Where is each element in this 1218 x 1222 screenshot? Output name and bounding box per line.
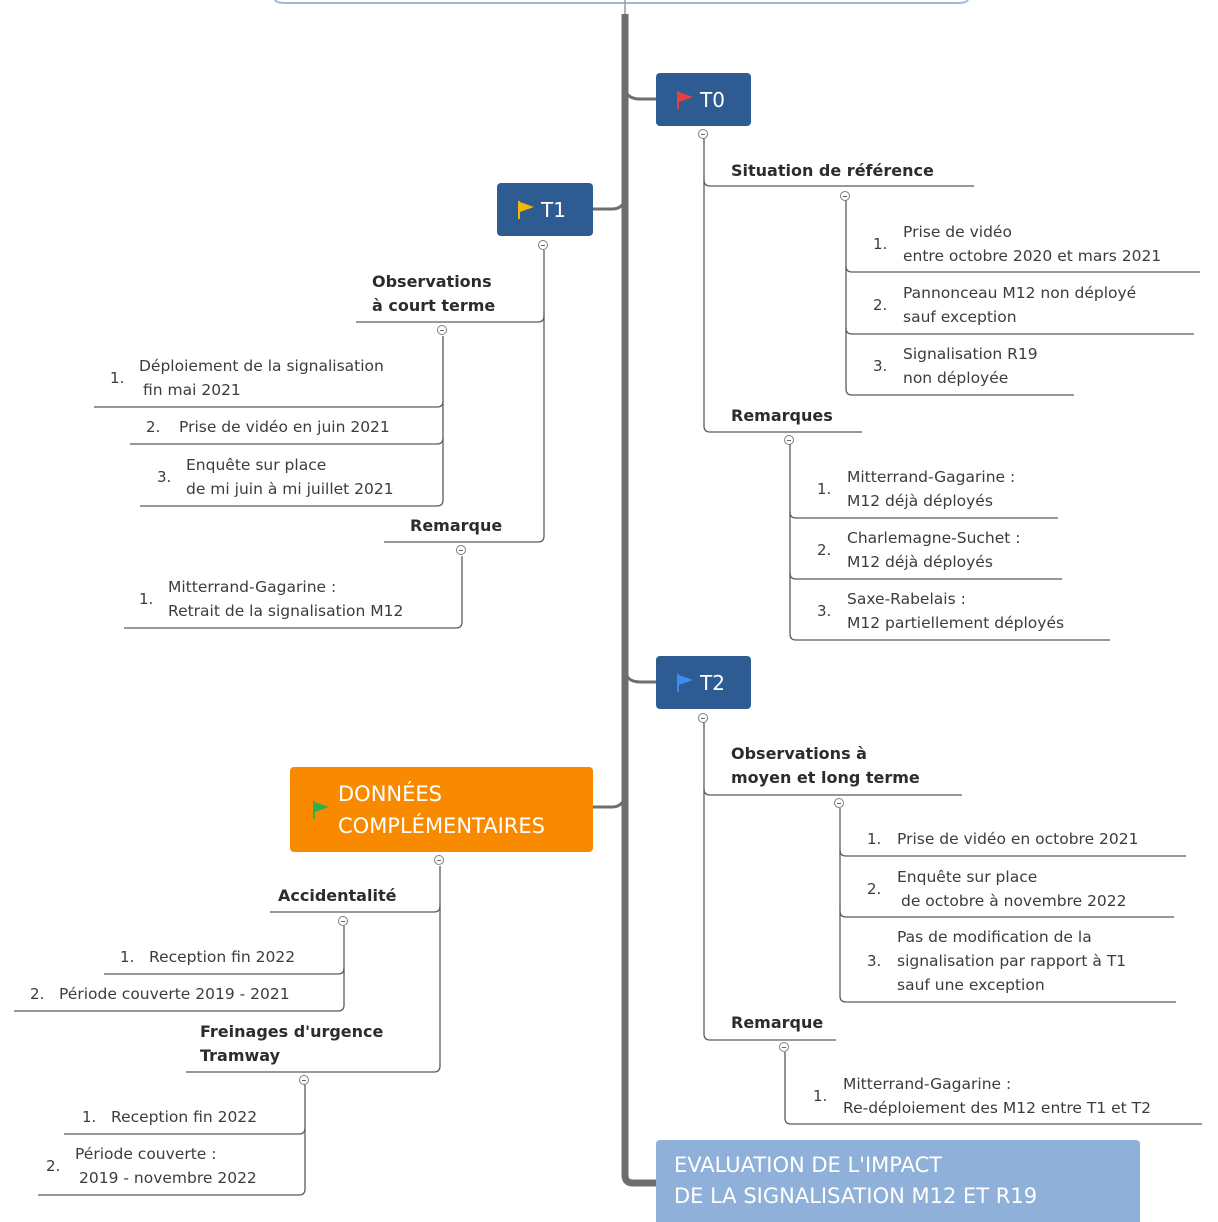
t0-remarques-item1-line1[interactable]: Mitterrand-Gagarine : <box>847 468 1016 486</box>
t0-situation-item3-line2[interactable]: non déployée <box>903 369 1009 387</box>
accidentalite-collapse-icon[interactable] <box>338 916 348 926</box>
freinages-item2-line1[interactable]: Période couverte : <box>75 1145 217 1163</box>
donnees-label-line1: DONNÉES <box>338 781 442 806</box>
t0-remarques-item3-num: 3. <box>817 602 832 620</box>
t1-remarque-item1-num: 1. <box>139 590 154 608</box>
t0-situation-item1-line2[interactable]: entre octobre 2020 et mars 2021 <box>903 247 1162 265</box>
blue-flag-icon <box>677 673 693 692</box>
root-title-line2: DE LA SIGNALISATION M12 ET R19 <box>674 1184 1038 1208</box>
t0-situation-item1-line1[interactable]: Prise de vidéo <box>903 223 1012 241</box>
t0-situation-item2-line2[interactable]: sauf exception <box>903 308 1017 326</box>
yellow-flag-icon <box>518 200 534 219</box>
topic-t1[interactable]: T1 <box>497 183 593 236</box>
t2-obs-item1-num: 1. <box>867 830 882 848</box>
t0-situation-item2-line1[interactable]: Pannonceau M12 non déployé <box>903 284 1137 302</box>
t1-observations-header-line1[interactable]: Observations <box>372 272 492 291</box>
t2-remarque-item1-line1[interactable]: Mitterrand-Gagarine : <box>843 1075 1012 1093</box>
t1-observations-collapse-icon[interactable] <box>437 325 447 335</box>
t2-obs-item3-line2[interactable]: signalisation par rapport à T1 <box>897 952 1127 970</box>
t1-remarque-header[interactable]: Remarque <box>410 516 503 535</box>
root-topic[interactable]: EVALUATION DE L'IMPACT DE LA SIGNALISATI… <box>656 1140 1140 1222</box>
topic-t2-label: T2 <box>700 670 725 695</box>
freinages-header-line2[interactable]: Tramway <box>200 1046 281 1065</box>
accidentalite-header[interactable]: Accidentalité <box>278 886 397 905</box>
t2-observations-collapse-icon[interactable] <box>834 798 844 808</box>
t2-collapse-icon[interactable] <box>698 713 708 723</box>
freinages-item1-line1[interactable]: Reception fin 2022 <box>111 1108 258 1126</box>
donnees-collapse-icon[interactable] <box>434 855 444 865</box>
t1-remarque-item1-line2[interactable]: Retrait de la signalisation M12 <box>168 602 404 620</box>
t0-situation-header[interactable]: Situation de référence <box>731 161 934 180</box>
t0-remarques-item2-line2[interactable]: M12 déjà déployés <box>847 553 993 571</box>
root-title-line1: EVALUATION DE L'IMPACT <box>674 1153 943 1177</box>
t2-obs-item3-num: 3. <box>867 952 882 970</box>
t2-remarque-item1-line2[interactable]: Re-déploiement des M12 entre T1 et T2 <box>843 1099 1151 1117</box>
topic-t1-label: T1 <box>541 197 566 222</box>
t2-remarque-header[interactable]: Remarque <box>731 1013 824 1032</box>
freinages-item2-num: 2. <box>46 1157 61 1175</box>
t1-obs-item1-line2[interactable]: fin mai 2021 <box>143 381 241 399</box>
t0-situation-item3-line1[interactable]: Signalisation R19 <box>903 345 1038 363</box>
t2-obs-item2-num: 2. <box>867 880 882 898</box>
t0-situation-item1-num: 1. <box>873 235 888 253</box>
t1-remarque-collapse-icon[interactable] <box>456 545 466 555</box>
t2-obs-item2-line2[interactable]: de octobre à novembre 2022 <box>901 892 1127 910</box>
t2-obs-item1-line1[interactable]: Prise de vidéo en octobre 2021 <box>897 830 1139 848</box>
red-flag-icon <box>677 90 693 109</box>
freinages-item2-line2[interactable]: 2019 - novembre 2022 <box>79 1169 257 1187</box>
freinages-collapse-icon[interactable] <box>299 1075 309 1085</box>
t1-obs-item3-line1[interactable]: Enquête sur place <box>186 456 327 474</box>
donnees-label-line2: COMPLÉMENTAIRES <box>338 813 545 838</box>
t1-obs-item3-line2[interactable]: de mi juin à mi juillet 2021 <box>186 480 394 498</box>
green-flag-icon <box>313 800 329 819</box>
freinages-item1-num: 1. <box>82 1108 97 1126</box>
t0-collapse-icon[interactable] <box>698 129 708 139</box>
t2-remarque-item1-num: 1. <box>813 1087 828 1105</box>
t2-obs-item3-line1[interactable]: Pas de modification de la <box>897 928 1092 946</box>
accidentalite-item2-line1[interactable]: Période couverte 2019 - 2021 <box>59 985 290 1003</box>
topic-t2[interactable]: T2 <box>656 656 751 709</box>
t0-remarques-item1-line2[interactable]: M12 déjà déployés <box>847 492 993 510</box>
t1-obs-item1-num: 1. <box>110 369 125 387</box>
t2-remarque-collapse-icon[interactable] <box>779 1042 789 1052</box>
t0-situation-item3-num: 3. <box>873 357 888 375</box>
t2-obs-item2-line1[interactable]: Enquête sur place <box>897 868 1038 886</box>
t1-collapse-icon[interactable] <box>538 240 548 250</box>
situation-collapse-icon[interactable] <box>840 191 850 201</box>
t2-observations-header-line1[interactable]: Observations à <box>731 744 867 763</box>
t1-obs-item1-line1[interactable]: Déploiement de la signalisation <box>139 357 384 375</box>
t2-obs-item3-line3[interactable]: sauf une exception <box>897 976 1045 994</box>
t0-remarques-item2-num: 2. <box>817 541 832 559</box>
accidentalite-item1-num: 1. <box>120 948 135 966</box>
t1-observations-header-line2[interactable]: à court terme <box>372 296 496 315</box>
t2-observations-header-line2[interactable]: moyen et long terme <box>731 768 920 787</box>
topic-t0-label: T0 <box>700 87 725 112</box>
freinages-header-line1[interactable]: Freinages d'urgence <box>200 1022 384 1041</box>
t0-remarques-item1-num: 1. <box>817 480 832 498</box>
t0-remarques-item3-line1[interactable]: Saxe-Rabelais : <box>847 590 966 608</box>
accidentalite-item1-line1[interactable]: Reception fin 2022 <box>149 948 296 966</box>
t0-remarques-header[interactable]: Remarques <box>731 406 833 425</box>
t0-remarques-item3-line2[interactable]: M12 partiellement déployés <box>847 614 1065 632</box>
topic-t0[interactable]: T0 <box>656 73 751 126</box>
t1-obs-item2-line1[interactable]: Prise de vidéo en juin 2021 <box>179 418 390 436</box>
t1-obs-item3-num: 3. <box>157 468 172 486</box>
accidentalite-item2-num: 2. <box>30 985 45 1003</box>
topic-donnees-complementaires[interactable]: DONNÉES COMPLÉMENTAIRES <box>290 767 593 852</box>
t1-remarque-item1-line1[interactable]: Mitterrand-Gagarine : <box>168 578 337 596</box>
t1-obs-item2-num: 2. <box>146 418 161 436</box>
remarques-collapse-icon[interactable] <box>784 435 794 445</box>
t0-situation-item2-num: 2. <box>873 296 888 314</box>
t0-remarques-item2-line1[interactable]: Charlemagne-Suchet : <box>847 529 1021 547</box>
